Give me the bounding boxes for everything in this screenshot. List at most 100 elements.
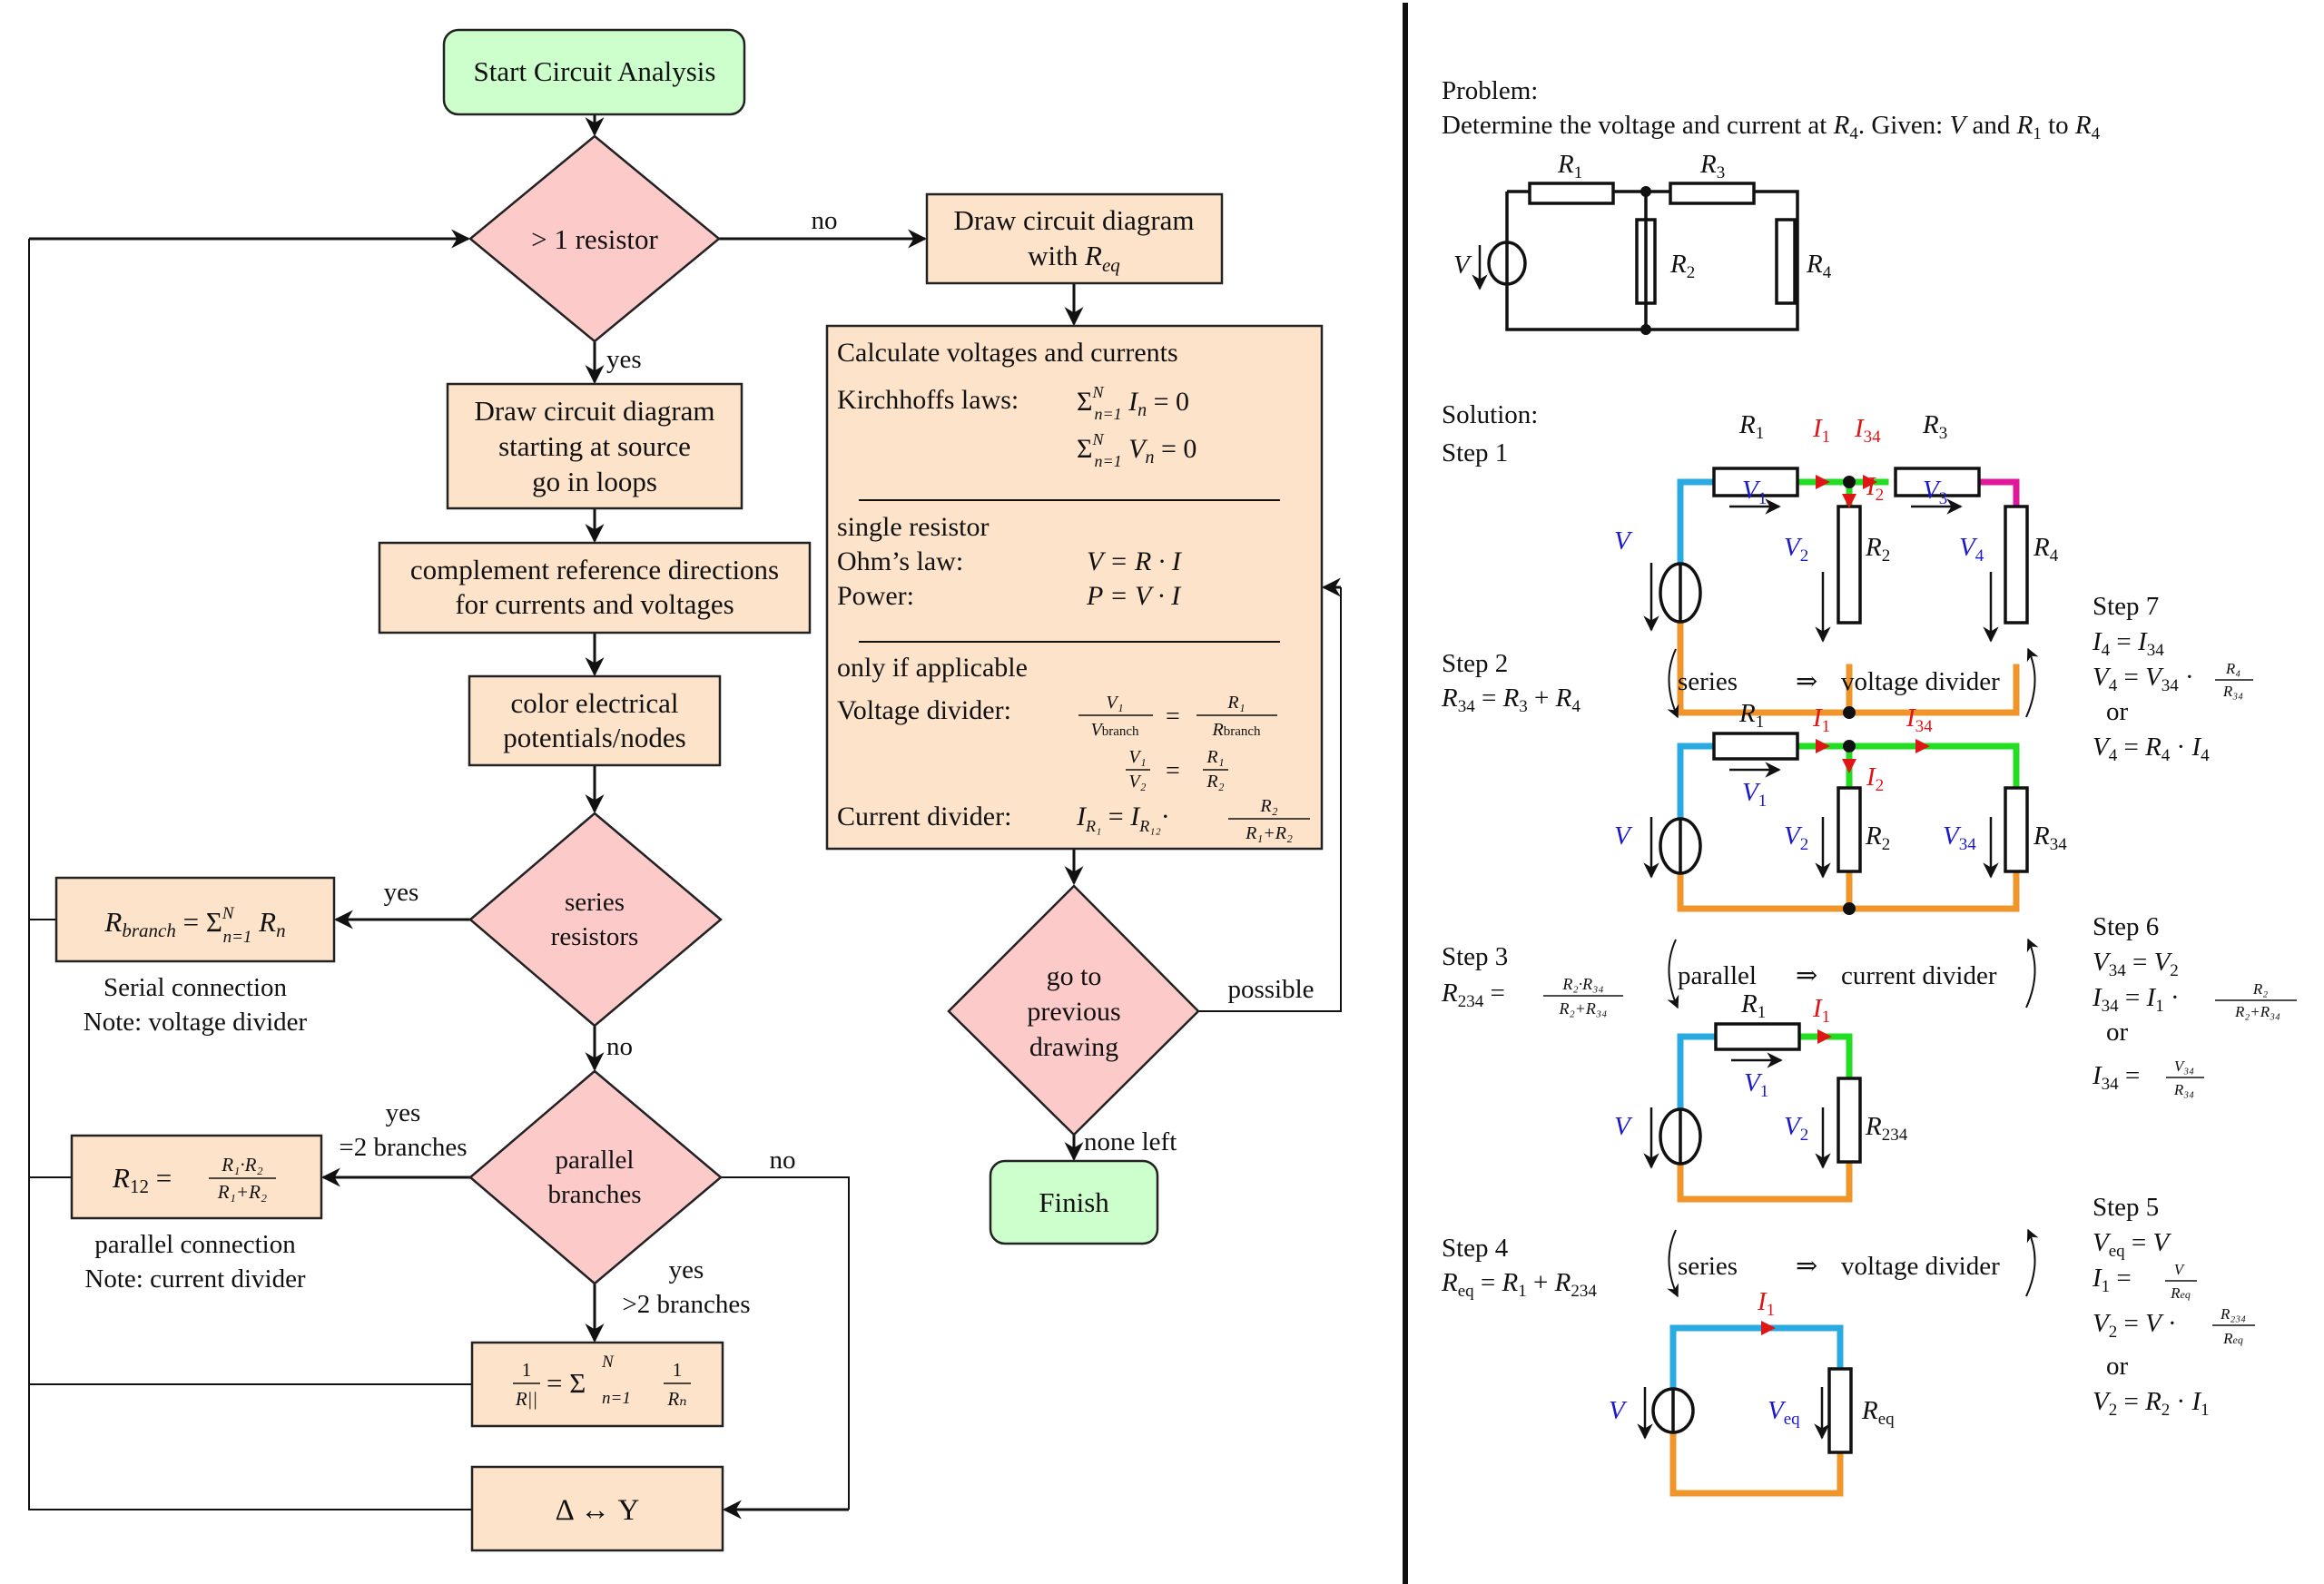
- step2-resistor-r1: [1712, 732, 1799, 761]
- svg-text:R₃₄: R₃₄: [2173, 1081, 2194, 1098]
- current-divider-label: Current divider:: [837, 802, 1011, 831]
- svg-text:V1: V1: [1742, 778, 1767, 811]
- power-formula: P = V · I: [1086, 581, 1182, 611]
- current-divider-formula: IR₁ = IR₁₂· R₂ R₁+R₂: [1076, 796, 1310, 843]
- step6-title: Step 6: [2093, 912, 2159, 941]
- applicable-title: only if applicable: [837, 653, 1028, 683]
- step7-title: Step 7: [2093, 592, 2159, 621]
- step1-resistor-r3: [1894, 467, 1981, 497]
- svg-text:V: V: [2174, 1261, 2186, 1278]
- color-nodes-line-2: potentials/nodes: [503, 722, 685, 753]
- problem-resistor-r3: [1669, 182, 1756, 205]
- svg-text:V₃₄: V₃₄: [2174, 1058, 2194, 1075]
- svg-text:I1: I1: [1812, 414, 1830, 447]
- rpar-den: R||: [515, 1388, 537, 1410]
- decision-parallel-line-1: parallel: [556, 1146, 635, 1175]
- color-nodes-line-1: color electrical: [510, 687, 678, 719]
- draw-req-line-2: with Req: [1028, 240, 1120, 276]
- step2-resistor-r34: [2004, 786, 2029, 873]
- svg-text:V2: V2: [1784, 1112, 1808, 1145]
- step7-line-1: I4 = I34: [2092, 627, 2164, 660]
- delta-y-box: Δ ↔ Y: [470, 1465, 724, 1552]
- line-possible: [1198, 587, 1342, 1012]
- step3-formula: R234 = R₂·R₃₄ R₂+R₃₄: [1441, 975, 1623, 1018]
- step7-or: or: [2106, 697, 2129, 726]
- svg-text:V: V: [1609, 1396, 1628, 1425]
- svg-text:V: V: [1614, 1112, 1633, 1141]
- problem-resistor-r1: [1528, 182, 1615, 205]
- label-possible: possible: [1227, 975, 1314, 1004]
- step5-or: or: [2106, 1352, 2129, 1381]
- start-label: Start Circuit Analysis: [474, 55, 716, 87]
- step1-resistor-r4: [2004, 505, 2029, 625]
- calc-box: Calculate voltages and currents Kirchhof…: [825, 324, 1324, 851]
- step7-line-2: V4 = V34 ·: [2093, 663, 2194, 695]
- label-parallel-no: no: [770, 1146, 796, 1175]
- label-gt2-branches: >2 branches: [622, 1290, 750, 1319]
- decision-parallel: parallel branches: [468, 1069, 723, 1285]
- decision-previous-line-1: go to: [1047, 961, 1102, 991]
- problem-title: Problem:: [1442, 76, 1538, 105]
- rpar-sum: = Σ: [547, 1367, 586, 1399]
- svg-text:I1: I1: [1757, 1287, 1775, 1320]
- svg-text:V₂: V₂: [1128, 772, 1146, 792]
- parallel-note-line-2: Note: current divider: [84, 1264, 306, 1294]
- svg-text:Req: Req: [2170, 1284, 2191, 1302]
- decision-previous-line-3: drawing: [1029, 1032, 1118, 1062]
- svg-text:Rbranch: Rbranch: [1211, 720, 1261, 740]
- problem-statement: Determine the voltage and current at R4.…: [1442, 111, 2101, 143]
- step4-circuit: I1 V Veq Req: [1609, 1287, 1895, 1497]
- svg-text:Req: Req: [1861, 1396, 1895, 1429]
- current-arrow-icon: [1842, 494, 1856, 508]
- step4-note: series ⇒ voltage divider: [1667, 1228, 2039, 1298]
- svg-text:R₂: R₂: [1206, 772, 1224, 792]
- svg-text:Req: Req: [2222, 1330, 2243, 1347]
- svg-text:R₃₄: R₃₄: [2222, 683, 2243, 700]
- draw-circuit-line-3: go in loops: [532, 466, 657, 497]
- decision-previous-line-2: previous: [1027, 997, 1120, 1027]
- step3-circuit: R1 I1 V1 V V2 R234: [1614, 989, 1908, 1203]
- svg-text:I1: I1: [1812, 994, 1830, 1027]
- svg-text:R3: R3: [1922, 410, 1947, 443]
- junction-dot: [1640, 324, 1651, 335]
- serial-note-line-2: Note: voltage divider: [84, 1008, 308, 1037]
- step5-line-1: Veq = V: [2093, 1228, 2172, 1261]
- svg-text:IR₁ = IR₁₂·: IR₁ = IR₁₂·: [1076, 802, 1170, 835]
- svg-text:V: V: [1614, 822, 1633, 851]
- solution-section: Solution: Step 1 R1: [1441, 400, 2297, 1497]
- step2-note-left: series: [1678, 667, 1738, 696]
- line-parallel-no: [721, 1176, 850, 1510]
- svg-text:V2: V2: [1784, 533, 1808, 566]
- svg-text:V34: V34: [1943, 822, 1976, 854]
- step4-note-arrow: ⇒: [1796, 1252, 1817, 1281]
- svg-text:R₄: R₄: [2225, 660, 2240, 677]
- label-eq2-branches: =2 branches: [339, 1133, 467, 1162]
- svg-text:R₁: R₁: [1206, 747, 1224, 767]
- step2-note-right: voltage divider: [1841, 667, 2000, 696]
- step3-note-left: parallel: [1678, 961, 1757, 990]
- svg-text:V₁: V₁: [1128, 747, 1146, 767]
- label-series-yes: yes: [384, 878, 419, 907]
- step3-note-right: current divider: [1841, 961, 1997, 990]
- problem-label-r3: R3: [1699, 150, 1725, 182]
- problem-label-r4: R4: [1806, 250, 1832, 282]
- draw-req-box: Draw circuit diagram with Req: [925, 192, 1224, 285]
- step5-line-3: V2 = V ·: [2093, 1309, 2177, 1342]
- label-series-no: no: [606, 1032, 633, 1061]
- junction-dot: [1640, 186, 1651, 197]
- decision-resistor-label: > 1 resistor: [531, 223, 658, 255]
- svg-text:V4: V4: [1959, 533, 1984, 566]
- problem-label-v: V: [1453, 251, 1472, 280]
- svg-text:V1: V1: [1744, 1068, 1768, 1101]
- complement-box: complement reference directions for curr…: [378, 541, 812, 635]
- step3-note-arrow: ⇒: [1796, 961, 1817, 990]
- step5-line-2: I1 =: [2092, 1264, 2132, 1296]
- svg-text:R₂+R₃₄: R₂+R₃₄: [2234, 1003, 2280, 1020]
- svg-text:R2: R2: [1865, 822, 1890, 854]
- svg-text:R₂: R₂: [2252, 980, 2268, 998]
- svg-text:R1: R1: [1738, 410, 1764, 443]
- svg-text:I2: I2: [1866, 472, 1884, 505]
